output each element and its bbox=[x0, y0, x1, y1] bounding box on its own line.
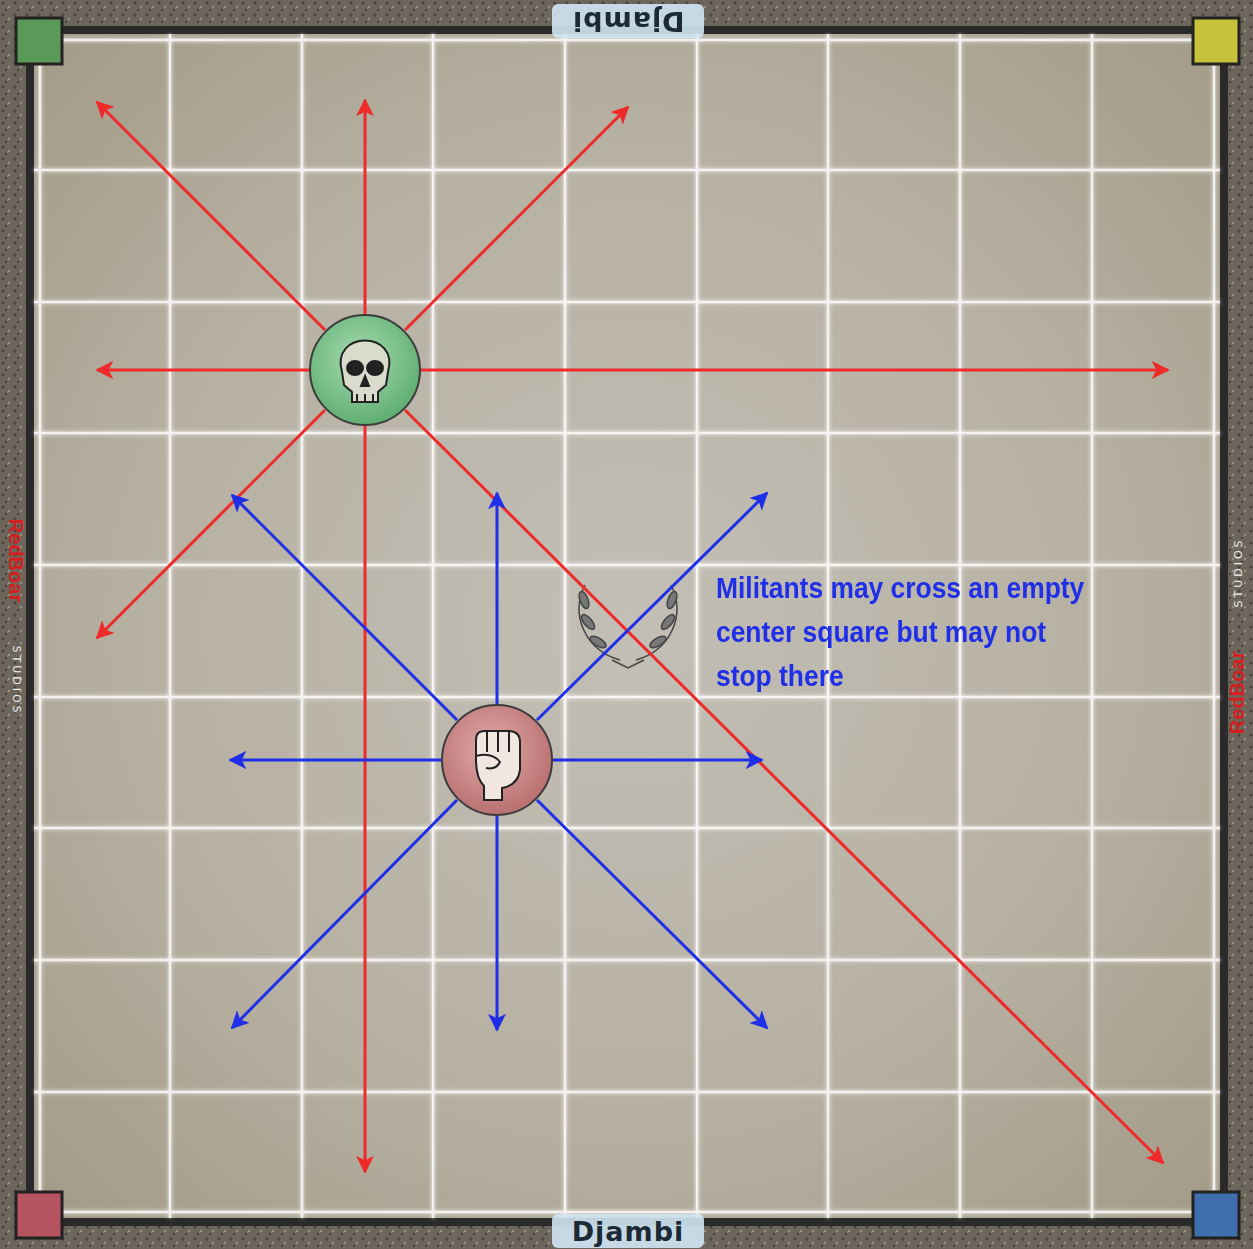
rule-note: Militants may cross an empty center squa… bbox=[716, 566, 1086, 698]
board-title-bottom: Djambi bbox=[572, 1216, 685, 1247]
studio-logo-sub: STUDIOS bbox=[1231, 537, 1244, 607]
studio-logo: RedBoar bbox=[1226, 650, 1249, 733]
studio-logo: RedBoar bbox=[5, 518, 28, 601]
studio-logo-sub: STUDIOS bbox=[10, 645, 23, 715]
board-title-top: Djambi bbox=[572, 6, 685, 37]
